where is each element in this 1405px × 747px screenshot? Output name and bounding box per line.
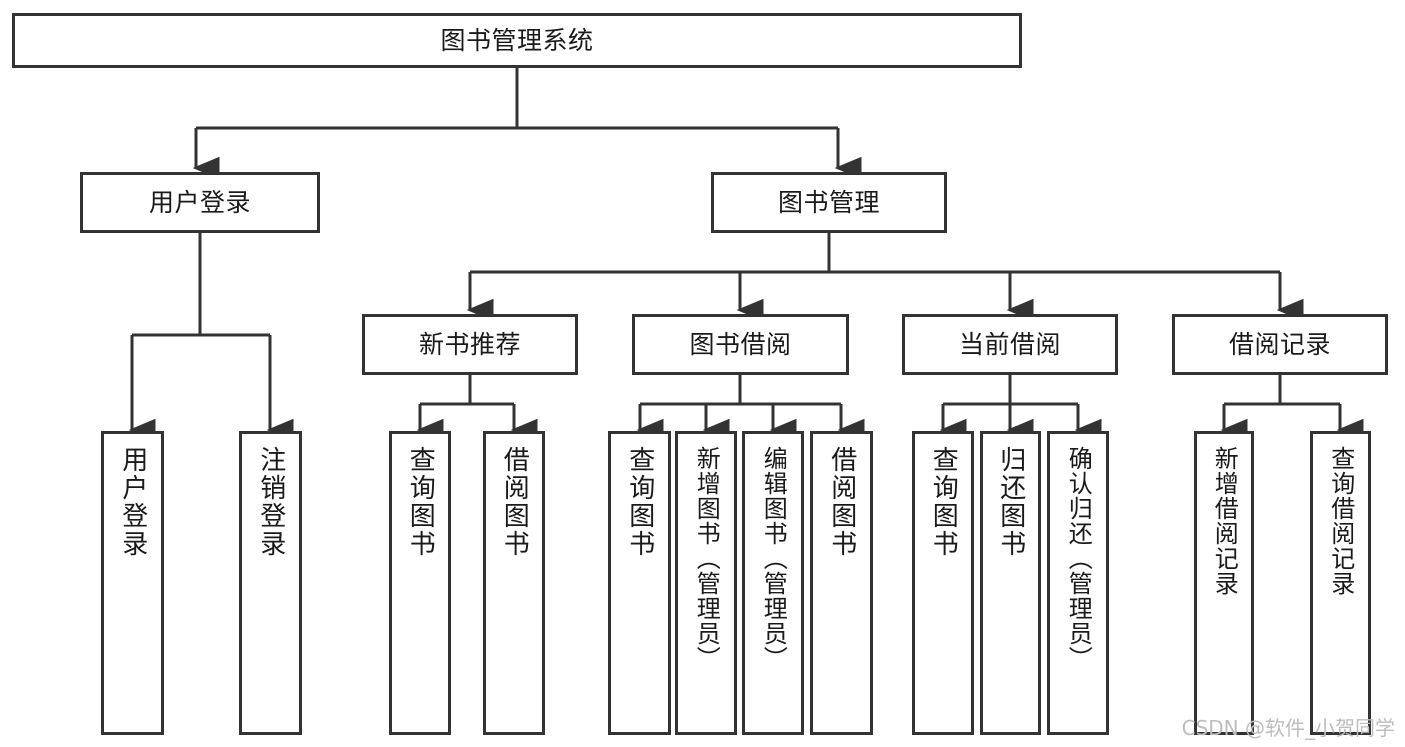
- node-current-borrow-label: 当前借阅: [958, 329, 1061, 359]
- leaf-current-confirm-return[interactable]: 确认归还（管理员）: [1047, 431, 1109, 735]
- node-book-management-label: 图书管理: [777, 187, 880, 217]
- leaf-current-query-book-label: 查询图书: [928, 446, 959, 558]
- leaf-user-logout[interactable]: 注销登录: [239, 431, 302, 735]
- leaf-new-book-borrow[interactable]: 借阅图书: [483, 431, 545, 735]
- leaf-borrow-query-book-label: 查询图书: [624, 446, 655, 558]
- leaf-borrow-add-book[interactable]: 新增图书（管理员）: [675, 431, 737, 735]
- leaf-current-return-book-label: 归还图书: [995, 446, 1026, 558]
- leaf-borrow-edit-book[interactable]: 编辑图书（管理员）: [742, 431, 804, 735]
- node-user-login-label: 用户登录: [148, 187, 251, 217]
- leaf-new-book-borrow-label: 借阅图书: [499, 446, 530, 558]
- leaf-borrow-borrow-book-label: 借阅图书: [826, 446, 857, 558]
- node-root[interactable]: 图书管理系统: [12, 13, 1022, 68]
- leaf-borrow-add-book-label: 新增图书（管理员）: [692, 446, 721, 671]
- leaf-record-query[interactable]: 查询借阅记录: [1310, 431, 1371, 735]
- node-book-management[interactable]: 图书管理: [711, 172, 947, 233]
- node-current-borrow[interactable]: 当前借阅: [902, 314, 1118, 375]
- leaf-record-add-label: 新增借阅记录: [1210, 446, 1239, 596]
- leaf-borrow-borrow-book[interactable]: 借阅图书: [810, 431, 873, 735]
- leaf-current-confirm-return-label: 确认归还（管理员）: [1064, 446, 1093, 671]
- node-book-borrow-label: 图书借阅: [689, 329, 792, 359]
- node-borrow-record[interactable]: 借阅记录: [1172, 314, 1388, 375]
- watermark: CSDN @软件_小贺同学: [1181, 716, 1395, 740]
- node-book-borrow[interactable]: 图书借阅: [632, 314, 849, 375]
- leaf-borrow-edit-book-label: 编辑图书（管理员）: [759, 446, 788, 671]
- leaf-current-return-book[interactable]: 归还图书: [980, 431, 1041, 735]
- leaf-record-add[interactable]: 新增借阅记录: [1194, 431, 1254, 735]
- node-user-login[interactable]: 用户登录: [80, 172, 320, 233]
- node-new-book-recommend[interactable]: 新书推荐: [362, 314, 578, 375]
- leaf-user-login-label: 用户登录: [117, 446, 148, 558]
- node-root-label: 图书管理系统: [440, 25, 594, 55]
- leaf-borrow-query-book[interactable]: 查询图书: [608, 431, 671, 735]
- leaf-user-logout-label: 注销登录: [255, 446, 286, 558]
- leaf-current-query-book[interactable]: 查询图书: [912, 431, 974, 735]
- node-new-book-recommend-label: 新书推荐: [418, 329, 521, 359]
- leaf-new-book-query[interactable]: 查询图书: [389, 431, 451, 735]
- node-borrow-record-label: 借阅记录: [1228, 329, 1331, 359]
- leaf-record-query-label: 查询借阅记录: [1326, 446, 1355, 596]
- leaf-user-login[interactable]: 用户登录: [101, 431, 164, 735]
- leaf-new-book-query-label: 查询图书: [405, 446, 436, 558]
